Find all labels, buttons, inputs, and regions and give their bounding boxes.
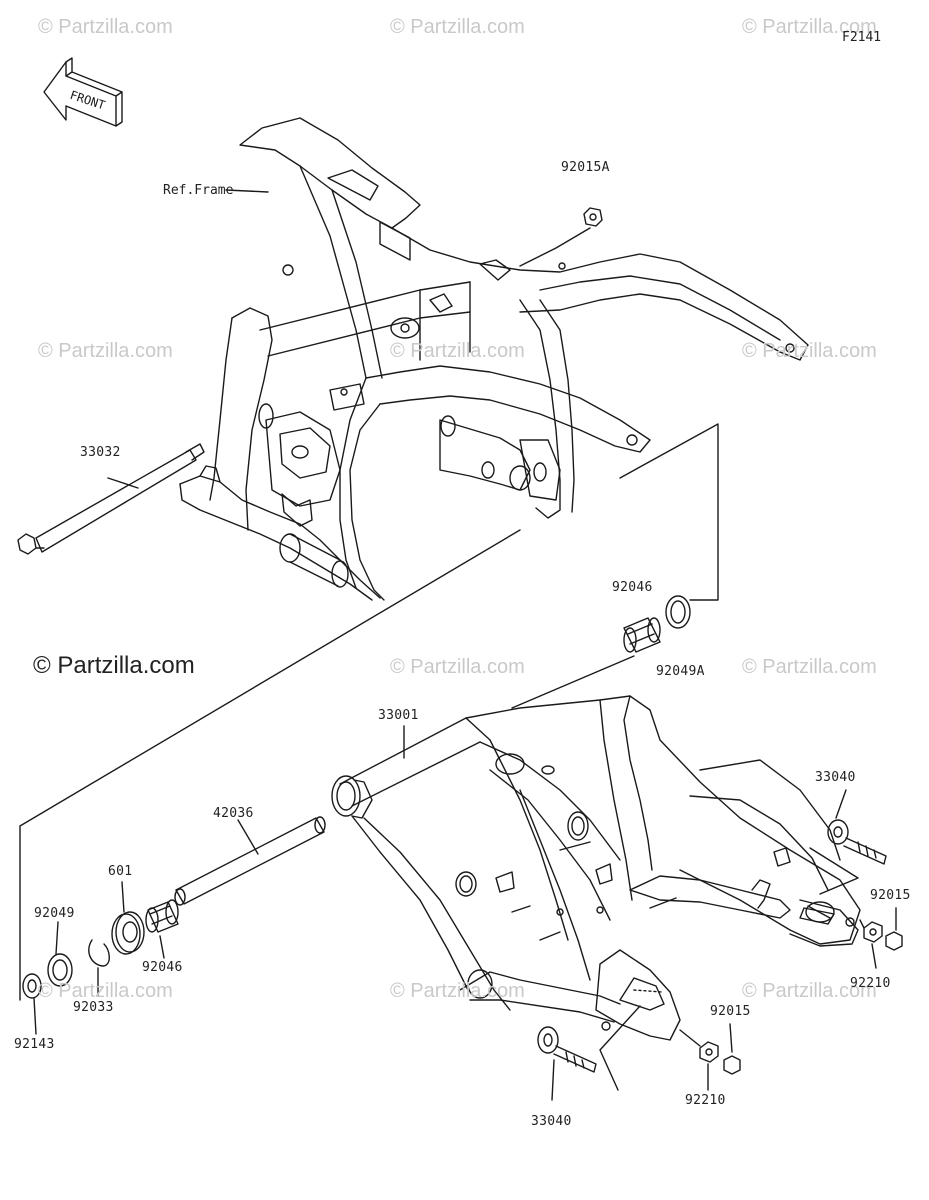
collar-92143-icon: [22, 973, 42, 999]
ref-frame-label: Ref.Frame: [163, 183, 234, 198]
callout-92033[interactable]: 92033: [73, 1000, 114, 1015]
seal-92049-icon: [47, 953, 73, 987]
leader-33040-right-frame: [809, 847, 859, 895]
callout-92210-low[interactable]: 92210: [685, 1093, 726, 1108]
callout-92049[interactable]: 92049: [34, 906, 75, 921]
bolt-33032-icon: [17, 443, 205, 555]
leader-33040-right: [835, 789, 847, 819]
bearing-92046-top-icon: [623, 617, 661, 653]
leader-33040-low-frame: [599, 1005, 641, 1091]
sleeve-42036-icon: [174, 816, 326, 906]
diagram-code: F2141: [842, 30, 882, 45]
watermark: © Partzilla.com: [38, 16, 173, 38]
callout-92046[interactable]: 92046: [612, 580, 653, 595]
nut-92210-right-icon: [863, 921, 883, 943]
leader-42036: [237, 819, 259, 855]
frame-drawing: [179, 117, 809, 601]
leader-33032: [107, 477, 139, 489]
leader-601: [121, 881, 125, 913]
callout-33001[interactable]: 33001: [378, 708, 419, 723]
leader-92143: [33, 997, 37, 1035]
leader-axle-low: [679, 1029, 701, 1047]
callout-92015-right[interactable]: 92015: [870, 888, 911, 903]
nut-92015-right-icon: [885, 931, 903, 951]
circlip-92033-icon: [88, 939, 110, 967]
watermark: © Partzilla.com: [390, 16, 525, 38]
callout-42036[interactable]: 42036: [213, 806, 254, 821]
callout-33032[interactable]: 33032: [80, 445, 121, 460]
callout-92210-right[interactable]: 92210: [850, 976, 891, 991]
leader-92210-right: [871, 943, 877, 969]
watermark: © Partzilla.com: [742, 656, 877, 678]
leader-92049: [55, 921, 59, 955]
adjuster-33040-right-icon: [827, 819, 887, 865]
watermark: © Partzilla.com: [742, 16, 877, 38]
callout-33040-low[interactable]: 33040: [531, 1114, 572, 1129]
leader-92015-low: [729, 1023, 733, 1053]
bracket-lower: [19, 529, 521, 1001]
leader-92015a: [519, 227, 591, 267]
ref-leader: [225, 189, 269, 193]
nut-92015a-icon: [583, 207, 603, 227]
callout-601[interactable]: 601: [108, 864, 133, 879]
bearing-92046-low-icon: [145, 899, 179, 933]
watermark: © Partzilla.com: [390, 980, 525, 1002]
watermark: © Partzilla.com: [390, 656, 525, 678]
leader-92046-low: [159, 935, 165, 959]
leader-33040-low: [551, 1059, 555, 1101]
swingarm-drawing: [331, 695, 861, 1041]
watermark: © Partzilla.com: [742, 980, 877, 1002]
watermark: © Partzilla.com: [38, 980, 173, 1002]
callout-92015a[interactable]: 92015A: [561, 160, 610, 175]
bearing-601-icon: [111, 911, 145, 955]
watermark: © Partzilla.com: [742, 340, 877, 362]
callout-92015-low[interactable]: 92015: [710, 1004, 751, 1019]
front-arrow-icon: FRONT: [43, 57, 123, 127]
adjuster-33040-low-icon: [537, 1026, 597, 1073]
nut-92015-low-icon: [723, 1055, 741, 1075]
callout-92143[interactable]: 92143: [14, 1037, 55, 1052]
callout-33040-right[interactable]: 33040: [815, 770, 856, 785]
bracket-upper: [619, 423, 719, 601]
brand-mark: © Partzilla.com: [33, 652, 195, 679]
seal-92049a-icon: [665, 595, 691, 629]
leader-axle-right: [859, 919, 865, 929]
watermark: © Partzilla.com: [38, 340, 173, 362]
watermark: © Partzilla.com: [390, 340, 525, 362]
callout-92046-low[interactable]: 92046: [142, 960, 183, 975]
nut-92210-low-icon: [699, 1041, 719, 1063]
leader-92046-top: [511, 655, 635, 709]
callout-92049a[interactable]: 92049A: [656, 664, 705, 679]
